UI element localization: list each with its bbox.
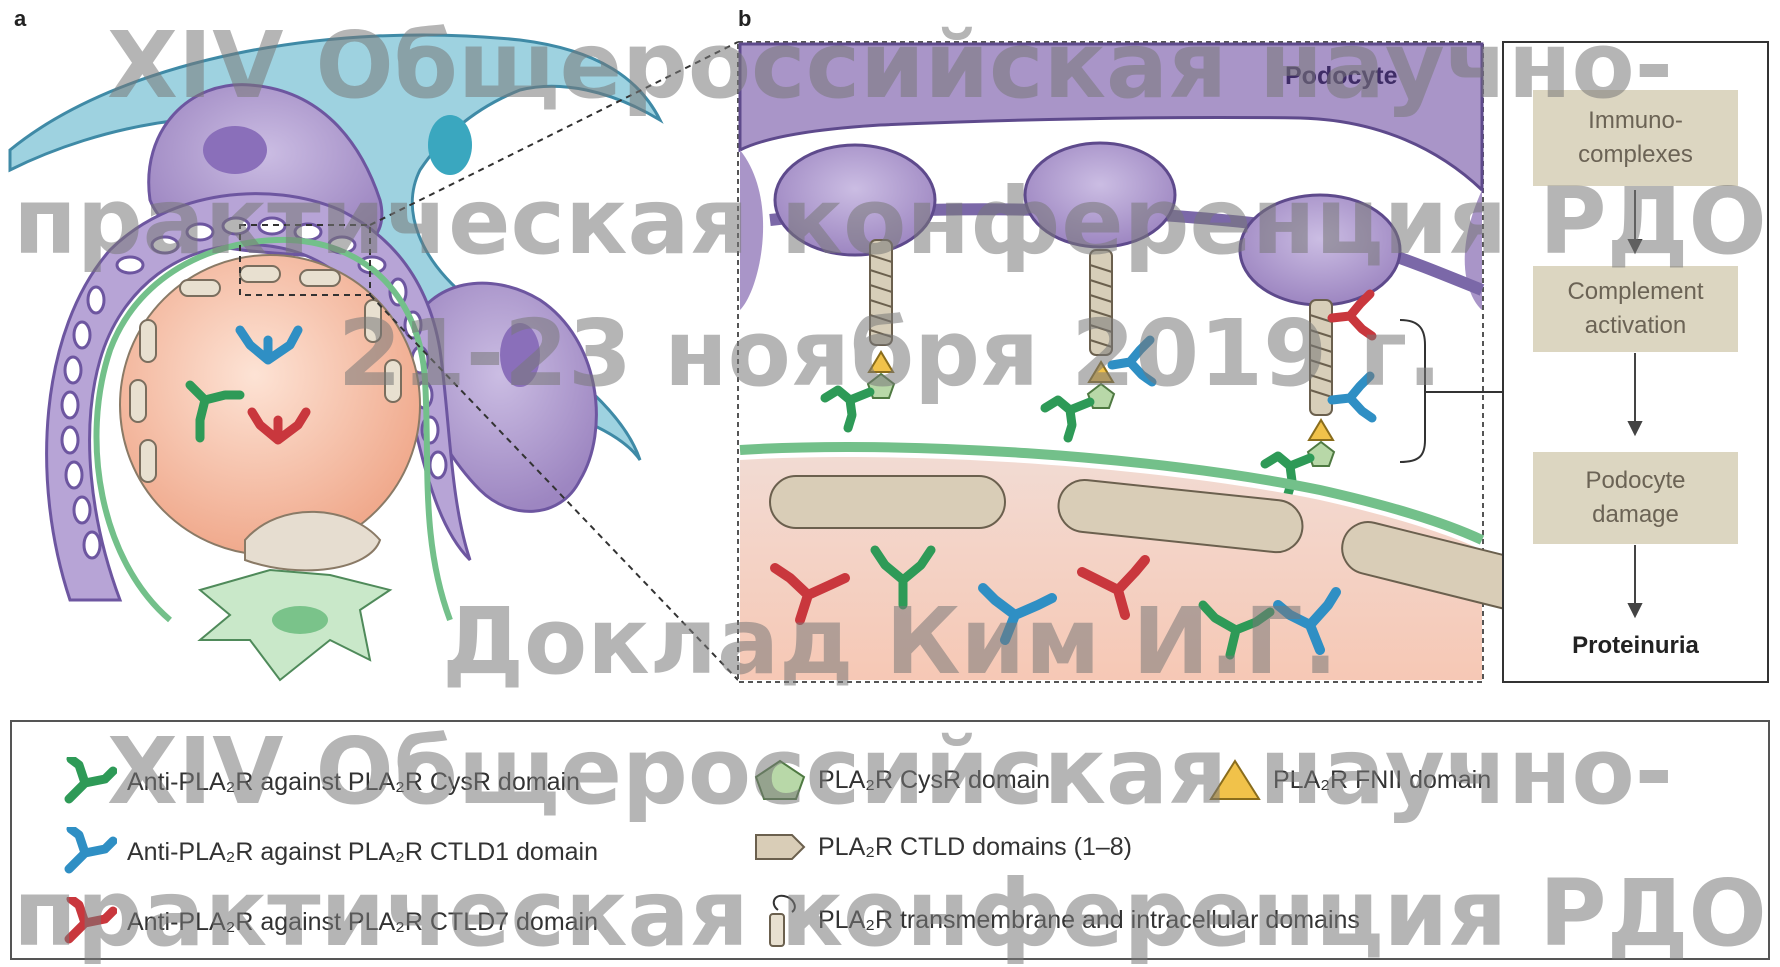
legend-ctld-domains-label: PLA₂R CTLD domains (1–8)	[818, 833, 1132, 862]
panel-a	[10, 35, 738, 680]
anti-ctld7-antibody-icon	[57, 897, 117, 947]
legend-fnii-domain: PLA₂R FNII domain	[1207, 757, 1491, 803]
podocyte-label: Podocyte	[1285, 62, 1398, 91]
legend-anti-cysr-label: Anti-PLA₂R against PLA₂R CysR domain	[127, 768, 580, 797]
anti-cysr-antibody-icon	[57, 757, 117, 807]
ctld-shape-icon	[752, 827, 808, 867]
foot-process-3	[1240, 195, 1400, 305]
flow-step-proteinuria: Proteinuria	[1533, 632, 1738, 660]
flow-step-podocyte-damage: Podocyte damage	[1533, 452, 1738, 544]
panel-b	[738, 42, 1543, 682]
legend-anti-ctld7: Anti-PLA₂R against PLA₂R CTLD7 domain	[57, 897, 598, 947]
legend-anti-ctld7-label: Anti-PLA₂R against PLA₂R CTLD7 domain	[127, 908, 598, 937]
flow-step-immunocomplexes: Immuno- complexes	[1533, 90, 1738, 186]
podocyte-nucleus-right	[500, 323, 540, 387]
legend-ctld-domains: PLA₂R CTLD domains (1–8)	[752, 827, 1132, 867]
legend-cysr-domain: PLA₂R CysR domain	[752, 757, 1050, 803]
foot-process-2	[1025, 143, 1175, 247]
pentagon-icon	[752, 757, 808, 803]
legend-anti-ctld1-label: Anti-PLA₂R against PLA₂R CTLD1 domain	[127, 838, 598, 867]
podocyte-nucleus-top	[203, 126, 267, 174]
legend-transmembrane-label: PLA₂R transmembrane and intracellular do…	[818, 906, 1360, 935]
parietal-cell-nucleus	[428, 115, 472, 175]
transmembrane-icon	[752, 890, 808, 950]
legend-transmembrane: PLA₂R transmembrane and intracellular do…	[752, 890, 1360, 950]
foot-process-1	[775, 145, 935, 255]
legend-anti-ctld1: Anti-PLA₂R against PLA₂R CTLD1 domain	[57, 827, 598, 877]
legend-fnii-domain-label: PLA₂R FNII domain	[1273, 766, 1491, 795]
anti-ctld1-antibody-icon	[57, 827, 117, 877]
flow-step-complement-activation: Complement activation	[1533, 266, 1738, 352]
legend: Anti-PLA₂R against PLA₂R CysR domain Ant…	[10, 720, 1770, 960]
triangle-icon	[1207, 757, 1263, 803]
legend-cysr-domain-label: PLA₂R CysR domain	[818, 766, 1050, 795]
legend-anti-cysr: Anti-PLA₂R against PLA₂R CysR domain	[57, 757, 580, 807]
glomerulus-illustration	[0, 0, 1780, 720]
